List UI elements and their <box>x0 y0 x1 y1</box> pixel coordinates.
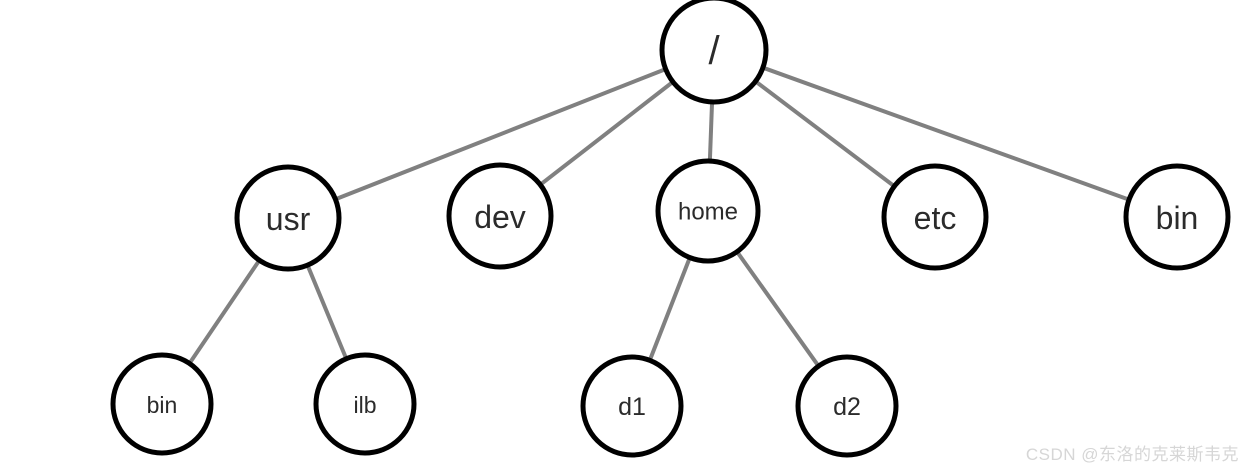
tree-node-dev[interactable]: dev <box>446 162 554 270</box>
tree-edge-root-usr <box>333 66 668 202</box>
edges-layer <box>187 65 1131 369</box>
node-label-d2: d2 <box>833 393 861 421</box>
tree-node-root[interactable]: / <box>659 0 769 105</box>
tree-edge-root-etc <box>753 79 897 189</box>
node-circle-etc <box>881 163 989 271</box>
node-label-d1: d1 <box>618 393 646 421</box>
node-label-dev: dev <box>474 199 526 235</box>
node-circle-usr <box>234 164 342 272</box>
tree-node-bin2[interactable]: bin <box>1123 163 1231 271</box>
tree-node-etc[interactable]: etc <box>881 163 989 271</box>
tree-node-ilb[interactable]: ilb <box>313 352 417 456</box>
node-label-ilb: ilb <box>353 392 376 418</box>
tree-edge-home-d1 <box>647 255 693 363</box>
tree-edge-root-home <box>707 100 715 163</box>
node-label-usr: usr <box>266 201 311 237</box>
nodes-layer: / usr dev home etc bin bin ilb d1 d2 <box>110 0 1231 458</box>
node-label-etc: etc <box>914 200 957 236</box>
node-circle-d1 <box>580 354 684 458</box>
node-circle-root <box>659 0 769 105</box>
tree-edge-usr-bin1 <box>187 258 262 366</box>
tree-edge-root-bin2 <box>761 65 1131 202</box>
tree-node-home[interactable]: home <box>655 158 761 264</box>
tree-edge-usr-ilb <box>305 263 349 361</box>
node-label-root: / <box>708 29 720 73</box>
tree-edge-root-dev <box>538 79 675 187</box>
node-circle-bin2 <box>1123 163 1231 271</box>
tree-node-usr[interactable]: usr <box>234 164 342 272</box>
node-circle-ilb <box>313 352 417 456</box>
tree-edge-home-d2 <box>734 249 821 369</box>
tree-node-d2[interactable]: d2 <box>795 354 899 458</box>
node-circle-bin1 <box>110 352 214 456</box>
node-label-bin2: bin <box>1156 200 1199 236</box>
node-label-bin1: bin <box>147 392 178 418</box>
node-circle-dev <box>446 162 554 270</box>
node-circle-home <box>655 158 761 264</box>
tree-node-d1[interactable]: d1 <box>580 354 684 458</box>
tree-node-bin1[interactable]: bin <box>110 352 214 456</box>
node-label-home: home <box>678 199 738 226</box>
watermark-text: CSDN @东洛的克莱斯韦克 <box>1025 445 1239 464</box>
node-circle-d2 <box>795 354 899 458</box>
